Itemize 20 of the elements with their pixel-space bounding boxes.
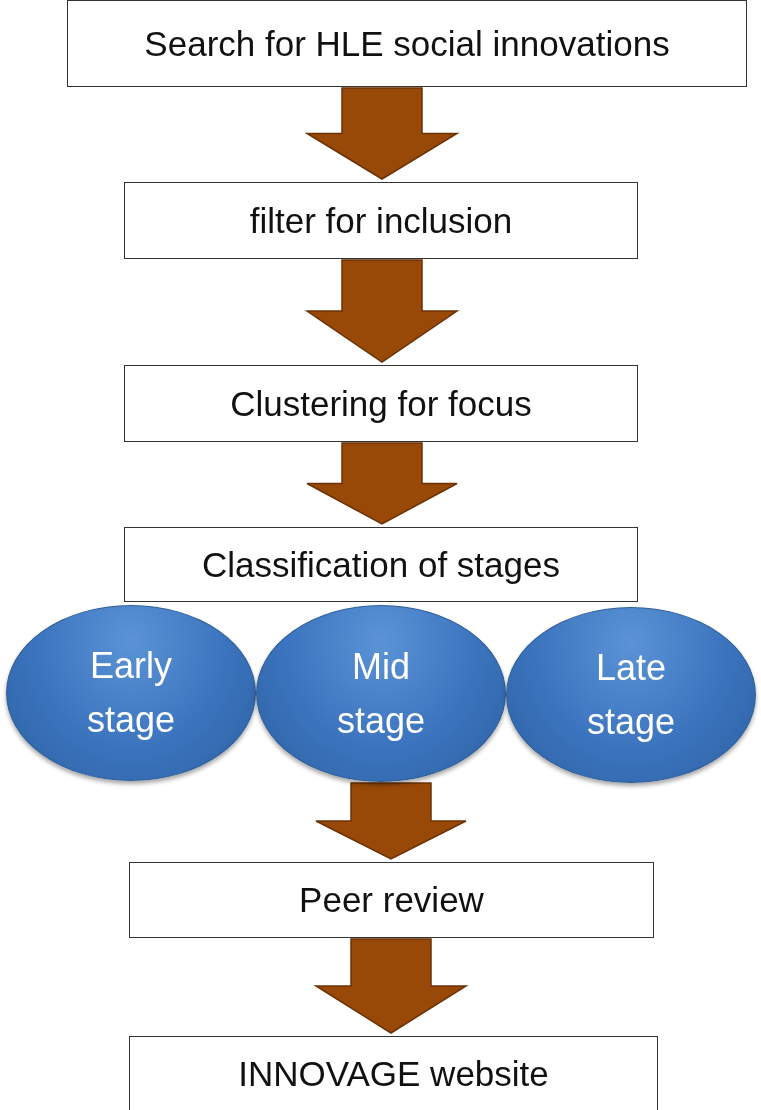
process-box: [129, 862, 654, 938]
stage-label: Mid stage: [335, 644, 427, 743]
stage-label: Late stage: [585, 646, 677, 744]
stage-label: Early stage: [85, 644, 177, 742]
process-label: INNOVAGE website: [238, 1054, 549, 1094]
process-box: [124, 527, 638, 602]
block-arrow: [304, 259, 460, 363]
block-arrow: [306, 442, 458, 525]
block-arrow: [313, 938, 469, 1034]
process-label: Classification of stages: [202, 544, 560, 585]
process-box: [129, 1036, 658, 1110]
process-label: Clustering for focus: [230, 383, 532, 424]
process-label: Peer review: [299, 880, 484, 920]
block-arrow: [304, 87, 460, 180]
process-label: filter for inclusion: [249, 200, 513, 241]
process-box: [124, 182, 638, 259]
block-arrow: [315, 782, 467, 860]
process-label: Search for HLE social innovations: [144, 23, 670, 64]
process-box: [67, 0, 747, 87]
process-box: [124, 365, 638, 442]
